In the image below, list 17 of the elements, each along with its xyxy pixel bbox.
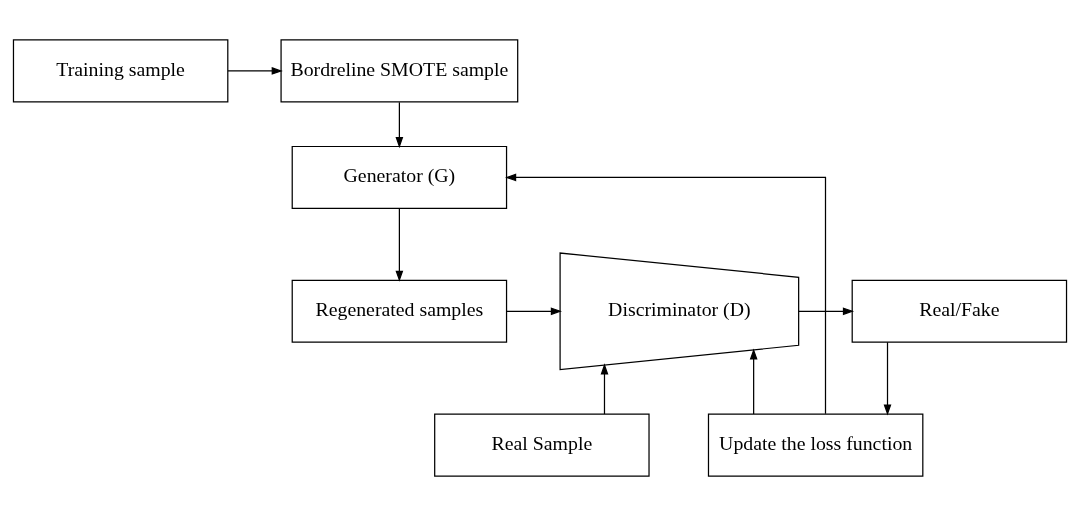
arrow: [749, 348, 758, 415]
node-box: Real Sample: [434, 413, 650, 477]
arrow: [395, 207, 404, 282]
arrow: [883, 341, 892, 416]
arrow: [600, 363, 609, 415]
arrow: [798, 307, 855, 316]
node-box: Update the loss function: [707, 413, 924, 477]
arrow: [227, 67, 283, 75]
arrow: [505, 173, 827, 415]
node-box: Training sample: [12, 39, 229, 103]
arrow: [506, 307, 562, 316]
node-box: Discriminator (D): [559, 252, 800, 371]
node-box: Real/Fake: [851, 279, 1068, 343]
node-box: Regenerated samples: [291, 279, 508, 343]
arrow: [395, 101, 404, 149]
node-box: Generator (G): [291, 145, 508, 210]
node-box: Bordreline SMOTE sample: [280, 39, 519, 103]
